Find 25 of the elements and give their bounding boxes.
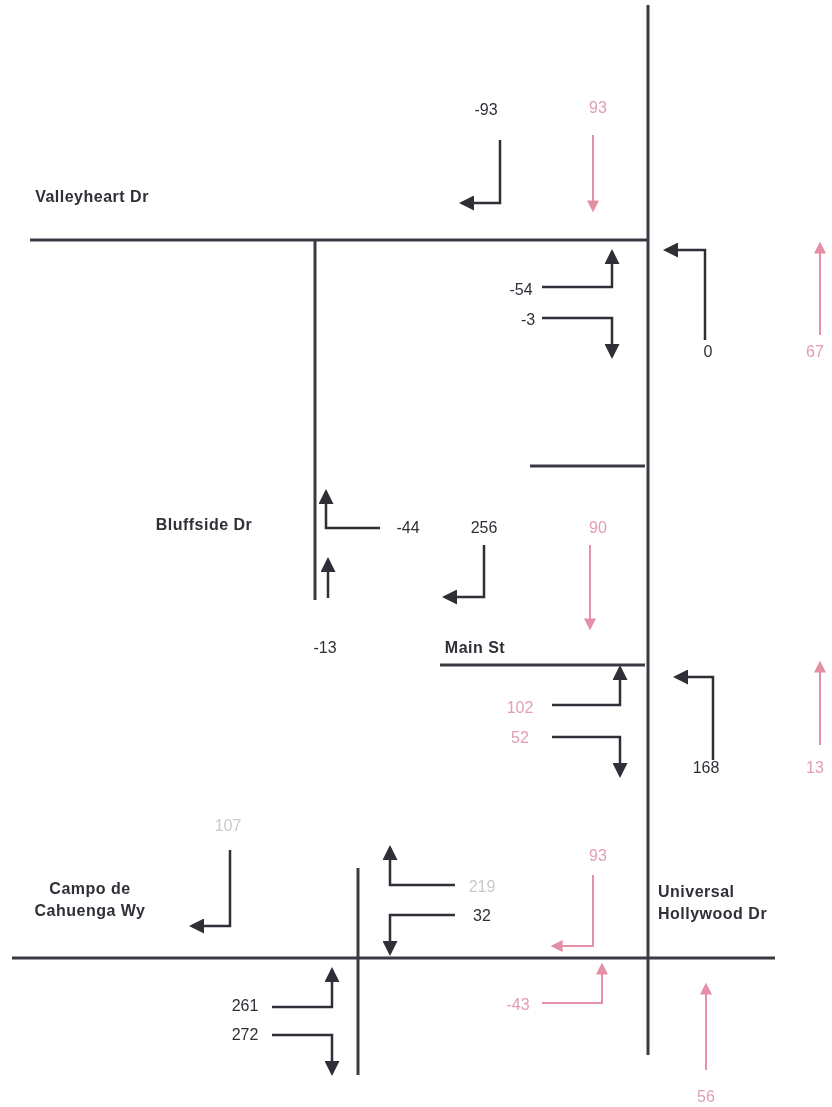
street-name: Campo de Cahuenga Wy (33, 879, 147, 921)
volume-number: 90 (589, 518, 607, 539)
volume-number: 56 (697, 1087, 715, 1107)
volume-number: 102 (506, 698, 534, 719)
street-name: Valleyheart Dr (35, 187, 149, 208)
volume-number: -13 (313, 638, 337, 659)
volume-number: 67 (806, 342, 824, 363)
volume-number: 272 (231, 1025, 259, 1046)
volume-number: 168 (692, 758, 720, 779)
volume-number: 93 (589, 98, 607, 119)
volume-number: 93 (589, 846, 607, 867)
volume-number: -43 (506, 995, 530, 1016)
street-name: Universal Hollywood Dr (658, 882, 769, 924)
volume-number: -93 (474, 100, 498, 121)
street-name: Main St (444, 638, 506, 659)
volume-number: 261 (231, 996, 259, 1017)
volume-number: -3 (520, 310, 536, 331)
volume-number: 0 (703, 342, 713, 363)
volume-number: 52 (511, 728, 529, 749)
street-name: Bluffside Dr (155, 515, 253, 536)
volume-number: 13 (806, 758, 824, 779)
volume-number: 32 (473, 906, 491, 927)
volume-number: 256 (470, 518, 498, 539)
volume-number: -54 (509, 280, 533, 301)
volume-number: -44 (396, 518, 420, 539)
